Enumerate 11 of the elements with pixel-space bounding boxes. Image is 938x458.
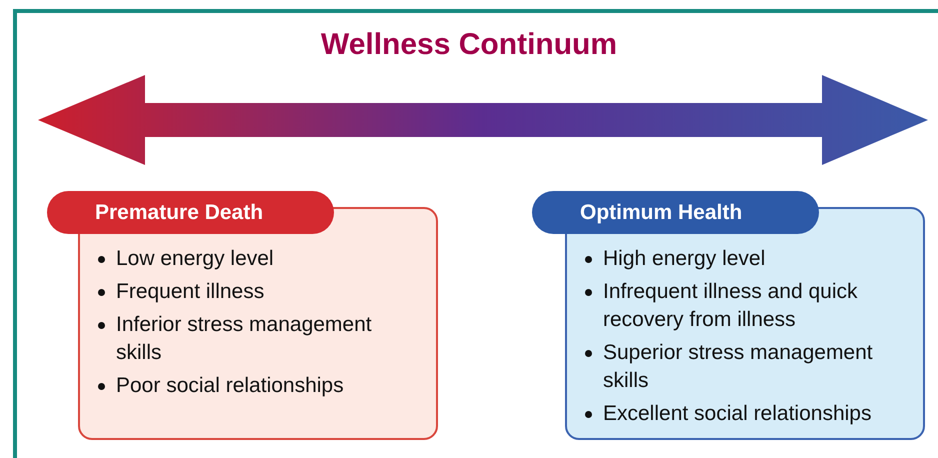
card-header: Premature Death [47,191,334,234]
bullet-text: Inferior stress management skills [116,313,372,364]
title: Wellness Continuum [320,28,618,62]
card-header: Optimum Health [532,191,819,234]
bullet-text: Infrequent illness and quick recovery from illness [603,280,858,331]
bullet-text: Superior stress management skills [603,341,873,392]
bullet-text: High energy level [603,247,766,270]
bullet-text: Low energy level [116,247,274,270]
bullet-text: Poor social relationships [116,374,344,397]
bullet-text: Frequent illness [116,280,264,303]
bullet-text: Excellent social relationships [603,402,872,425]
